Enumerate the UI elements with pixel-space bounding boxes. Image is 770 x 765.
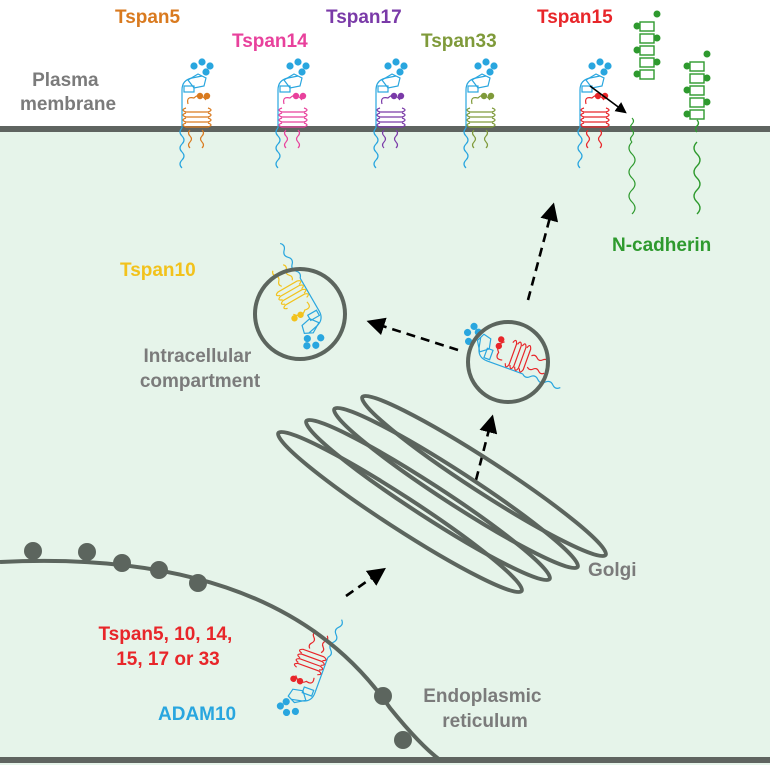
golgi: [276, 393, 608, 595]
n-cadherin-stub: [628, 117, 636, 215]
compartment-label-line1: Intracellular: [144, 346, 252, 367]
er-tetraspanins-line2: 15, 17 or 33: [116, 649, 220, 670]
adam10-protein: [275, 58, 310, 169]
tetraspanin-protein: [376, 92, 406, 149]
arrow-golgi-to-vesicle: [474, 414, 498, 481]
tspan15-label: Tspan15: [537, 7, 613, 28]
er-tetraspanins-line1: Tspan5, 10, 14,: [98, 624, 232, 645]
tetraspanin-protein: [495, 336, 549, 375]
er-ribosomes: [24, 542, 412, 749]
trafficking-vesicle: [466, 320, 550, 404]
complex-tspan15: [577, 58, 612, 169]
golgi-label: Golgi: [588, 560, 637, 581]
tetraspanin-protein: [290, 631, 329, 685]
arrow-vesicle-to-membrane: [526, 202, 559, 301]
adam10-protein: [577, 58, 612, 169]
tspan33-label: Tspan33: [421, 31, 497, 52]
tspan14-label: Tspan14: [232, 31, 308, 52]
plasma-membrane-label-line2: membrane: [20, 94, 116, 115]
tspan10-label: Tspan10: [120, 260, 196, 281]
complex-tspan33: [463, 58, 498, 169]
tspan17-label: Tspan17: [326, 7, 402, 28]
tetraspanin-protein: [271, 264, 310, 322]
tetraspanin-protein: [466, 92, 496, 149]
tetraspanin-protein: [182, 92, 212, 149]
arrow-er-to-golgi: [345, 567, 386, 598]
complex-tspan10-in-compartment: [271, 242, 325, 350]
intracellular-compartment: [253, 267, 347, 361]
adam10-protein: [463, 58, 498, 169]
adam10-protein: [179, 58, 214, 169]
er-tetraspanins-label: Tspan5, 10, 14, 15, 17 or 33: [98, 624, 237, 670]
n-cadherin-label: N-cadherin: [612, 235, 711, 256]
intracellular-compartment-label: Intracellular compartment: [140, 346, 261, 392]
tetraspanin-protein: [580, 92, 610, 149]
complex-tspan5: [179, 58, 214, 169]
compartment-label-line2: compartment: [140, 371, 261, 392]
n-cadherin-full: [683, 50, 711, 215]
plasma-membrane-label-line1: Plasma: [32, 70, 99, 91]
arrow-vesicle-to-compartment: [366, 317, 459, 352]
complex-in-vesicle: [463, 322, 561, 389]
complex-in-er: [276, 619, 343, 717]
plasma-membrane-label: Plasma membrane: [20, 70, 116, 115]
adam10-label: ADAM10: [158, 704, 236, 725]
tetraspanin-protein: [278, 92, 308, 149]
er-label-line1: Endoplasmic: [423, 686, 542, 707]
adam10-protein: [463, 322, 561, 389]
complex-tspan17: [373, 58, 408, 169]
er-label-line2: reticulum: [442, 711, 528, 732]
cleavage-arrow: [589, 85, 627, 114]
tspan5-label: Tspan5: [115, 7, 181, 28]
cytoplasm: [0, 129, 770, 765]
adam10-protein: [279, 242, 325, 350]
adam10-protein: [373, 58, 408, 169]
er-label: Endoplasmic reticulum: [423, 686, 547, 732]
n-cadherin-cleaved-ectodomain: [633, 10, 661, 80]
adam10-protein: [276, 619, 343, 717]
complex-tspan14: [275, 58, 310, 169]
